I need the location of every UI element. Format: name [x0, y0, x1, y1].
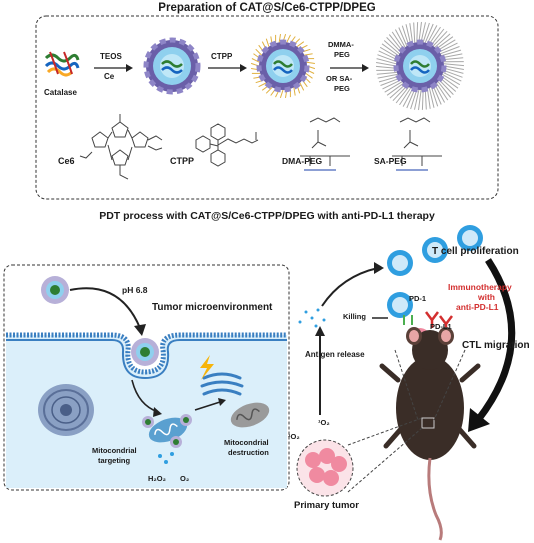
light-icon: [200, 355, 214, 380]
tumor-environment-label: Tumor microenvironment: [152, 302, 273, 313]
killing-label: Killing: [343, 312, 366, 321]
destroyed-mitochondria-icon: [230, 402, 270, 428]
dmma-peg-label-1: DMMA-: [328, 40, 354, 49]
preparation-border: [35, 15, 499, 200]
cell-membrane: [6, 332, 287, 375]
preparation-title: Preparation of CAT@S/Ce6-CTPP/DPEG: [158, 2, 376, 14]
silica-nanoparticle-icon: [143, 37, 201, 95]
ctpp-structure-icon: [195, 123, 259, 167]
singlet-oxygen-label-2: ¹O₂: [288, 432, 300, 441]
antibody-icon: [425, 311, 439, 328]
antigen-release-label: Antigen release: [305, 350, 365, 359]
mito-destruction-label-1: Mitocondrial: [224, 438, 269, 447]
arrow-ctl-migration: [475, 258, 516, 423]
ctpp-nanoparticle-icon: [250, 33, 316, 99]
ce6-label: Ce6: [58, 156, 75, 166]
ctpp-step-label: CTPP: [211, 52, 233, 61]
pd1-label: PD-1: [409, 294, 427, 303]
o2-label: O₂: [180, 474, 190, 483]
ce-label: Ce: [104, 72, 115, 81]
catalase-label: Catalase: [44, 88, 77, 97]
primary-tumor-label: Primary tumor: [294, 500, 359, 511]
sa-peg-structure-label: SA-PEG: [374, 156, 407, 166]
dma-peg-structure-icon: [300, 117, 350, 171]
tcell-icon: [387, 225, 483, 318]
teos-label: TEOS: [100, 52, 122, 61]
ctpp-structure-label: CTPP: [170, 156, 195, 166]
sa-peg-label-1: OR SA-: [326, 74, 353, 83]
immunotherapy-label-3: anti-PD-L1: [456, 302, 499, 312]
ctl-migration-label: CTL migration: [462, 340, 530, 351]
np-extracellular-icon: [41, 276, 69, 304]
mito-destruction-label-2: destruction: [228, 448, 269, 457]
tumor-panel-border: [3, 264, 290, 491]
arrow-entry: [69, 287, 141, 329]
tcell-proliferation-label: T cell proliferation: [432, 246, 519, 257]
ce6-structure-icon: [79, 114, 163, 180]
arrow-destruction: [194, 401, 221, 411]
h2o2-label: H₂O₂: [148, 474, 166, 483]
golgi-icon: [200, 372, 244, 396]
tumor-site-marker: [421, 417, 435, 429]
immunotherapy-label-2: with: [478, 292, 495, 302]
sa-peg-structure-icon: [392, 117, 442, 171]
primary-tumor-icon: [305, 448, 347, 486]
preparation-panel: [35, 15, 499, 200]
dma-peg-structure-label: DMA-PEG: [282, 156, 323, 166]
singlet-oxygen-label-1: ¹O₂: [318, 418, 330, 427]
mito-targeting-label-1: Mitocondrial: [92, 446, 137, 455]
sa-peg-label-2: PEG: [334, 84, 350, 93]
catalase-icon: [44, 51, 80, 77]
arrow-to-tcell: [321, 267, 379, 307]
pdl1-label: PD-L1: [430, 322, 452, 331]
pd1-receptor-icon: [403, 315, 413, 325]
immunotherapy-label-1: Immunotherapy: [448, 282, 512, 292]
peg-nanoparticle-icon: [375, 21, 465, 111]
dmma-peg-label-2: PEG: [334, 50, 350, 59]
mito-targeting-label-2: targeting: [98, 456, 131, 465]
nucleus-icon: [38, 384, 94, 436]
antigen-dots-icon: [298, 308, 326, 328]
ph-label: pH 6.8: [122, 285, 148, 295]
mouse-icon: [379, 327, 481, 541]
mitochondria-icon: [148, 417, 188, 443]
np-endosome-icon: [131, 338, 159, 366]
pdt-title: PDT process with CAT@S/Ce6-CTPP/DPEG wit…: [99, 210, 435, 222]
